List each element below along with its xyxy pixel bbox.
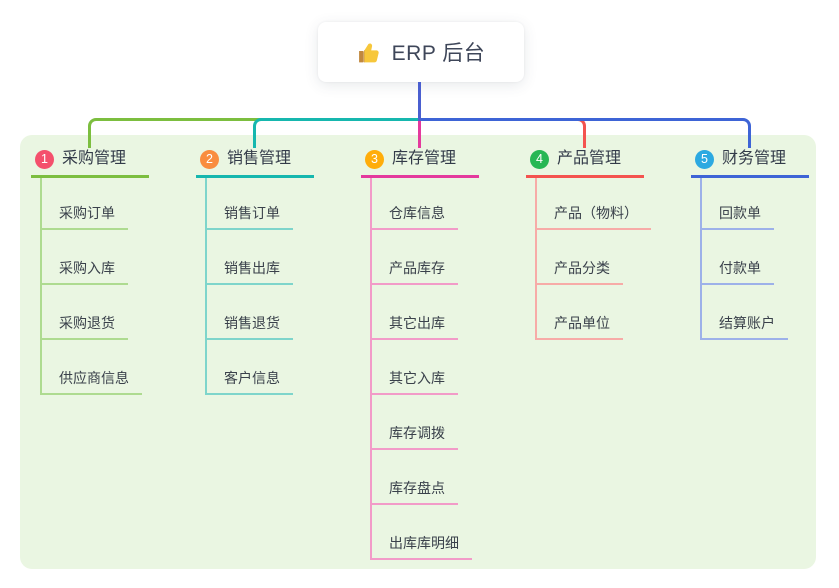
branch-3-label: 库存管理 bbox=[392, 150, 457, 167]
branch-4-label: 产品管理 bbox=[557, 150, 622, 167]
node-item[interactable]: 产品分类 bbox=[537, 230, 623, 285]
node-item[interactable]: 回款单 bbox=[702, 178, 774, 230]
node-item[interactable]: 其它入库 bbox=[372, 340, 458, 395]
branch-2-header[interactable]: 2 销售管理 bbox=[196, 148, 314, 178]
branch-2-items: 销售订单销售出库销售退货客户信息 bbox=[205, 178, 293, 395]
branch-5-label: 财务管理 bbox=[722, 150, 787, 167]
branch-1-label: 采购管理 bbox=[62, 150, 127, 167]
connector-branch-2 bbox=[253, 118, 421, 148]
branch-5-badge: 5 bbox=[695, 149, 714, 169]
branch-4-badge: 4 bbox=[530, 149, 549, 169]
branch-3-items: 仓库信息产品库存其它出库其它入库库存调拨库存盘点出库库明细 bbox=[370, 178, 472, 560]
root-node-label: ERP 后台 bbox=[391, 42, 486, 65]
node-item[interactable]: 付款单 bbox=[702, 230, 774, 285]
branch-4-header[interactable]: 4 产品管理 bbox=[526, 148, 644, 178]
branch-3-badge: 3 bbox=[365, 149, 384, 169]
node-item[interactable]: 采购退货 bbox=[42, 285, 128, 340]
root-stem-line bbox=[418, 82, 421, 121]
branch-2-badge: 2 bbox=[200, 149, 219, 169]
node-item[interactable]: 其它出库 bbox=[372, 285, 458, 340]
branch-1-header[interactable]: 1 采购管理 bbox=[31, 148, 149, 178]
node-item[interactable]: 出库库明细 bbox=[372, 505, 472, 560]
root-node[interactable]: ERP 后台 bbox=[318, 22, 524, 82]
node-item[interactable]: 供应商信息 bbox=[42, 340, 142, 395]
node-item[interactable]: 采购订单 bbox=[42, 178, 128, 230]
node-item[interactable]: 库存调拨 bbox=[372, 395, 458, 450]
branch-2-label: 销售管理 bbox=[227, 150, 292, 167]
node-item[interactable]: 产品库存 bbox=[372, 230, 458, 285]
connector-branch-3 bbox=[418, 121, 421, 148]
branch-4-items: 产品（物料）产品分类产品单位 bbox=[535, 178, 651, 340]
thumbs-up-icon bbox=[358, 42, 379, 62]
branch-1-badge: 1 bbox=[35, 149, 54, 169]
node-item[interactable]: 销售订单 bbox=[207, 178, 293, 230]
node-item[interactable]: 销售退货 bbox=[207, 285, 293, 340]
node-item[interactable]: 销售出库 bbox=[207, 230, 293, 285]
branches-panel bbox=[20, 135, 816, 569]
node-item[interactable]: 采购入库 bbox=[42, 230, 128, 285]
branch-5-header[interactable]: 5 财务管理 bbox=[691, 148, 809, 178]
node-item[interactable]: 仓库信息 bbox=[372, 178, 458, 230]
node-item[interactable]: 产品单位 bbox=[537, 285, 623, 340]
node-item[interactable]: 结算账户 bbox=[702, 285, 788, 340]
branch-3-header[interactable]: 3 库存管理 bbox=[361, 148, 479, 178]
node-item[interactable]: 库存盘点 bbox=[372, 450, 458, 505]
node-item[interactable]: 客户信息 bbox=[207, 340, 293, 395]
node-item[interactable]: 产品（物料） bbox=[537, 178, 651, 230]
branch-1-items: 采购订单采购入库采购退货供应商信息 bbox=[40, 178, 142, 395]
branch-5-items: 回款单付款单结算账户 bbox=[700, 178, 788, 340]
connector-branch-5 bbox=[418, 118, 751, 148]
